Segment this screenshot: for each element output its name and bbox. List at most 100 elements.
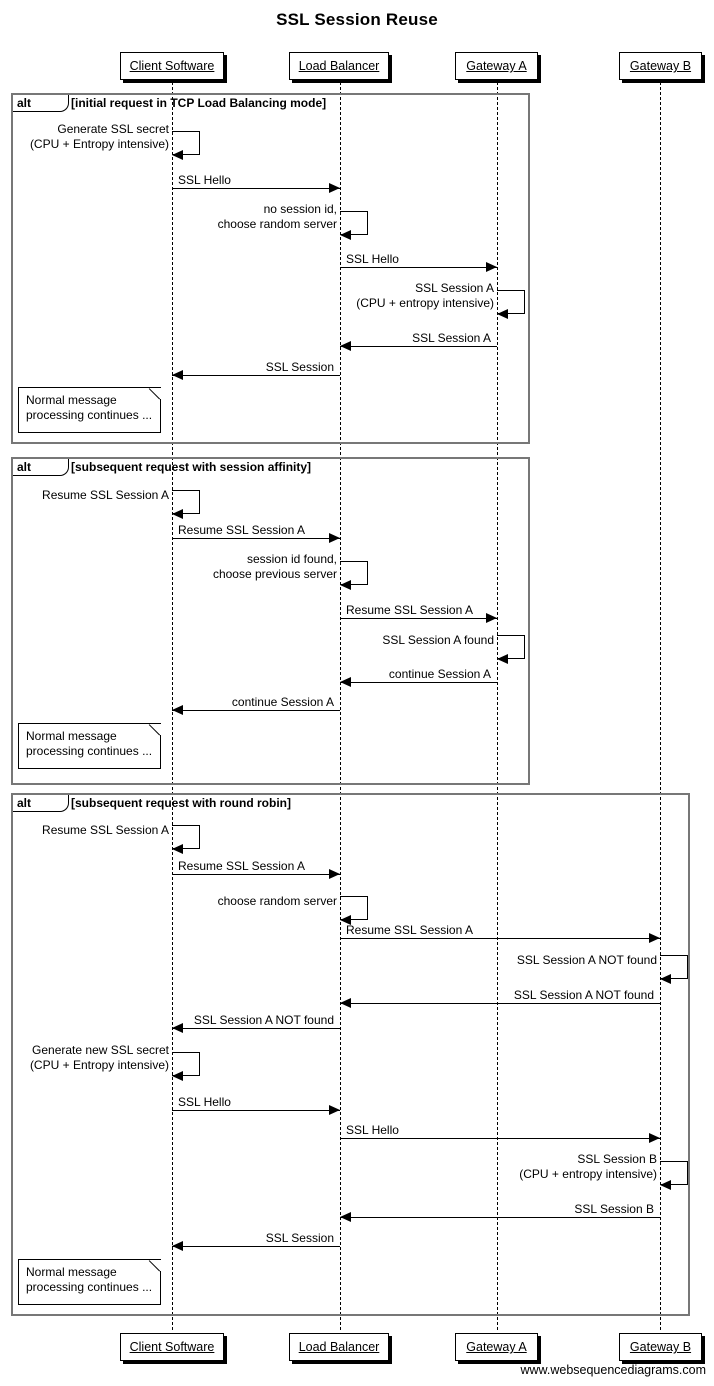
arrowhead-m9 (329, 533, 340, 543)
arrowhead-m13 (340, 677, 351, 687)
self-message-m5 (497, 290, 525, 314)
alt-fragment-3 (11, 793, 690, 1316)
actor-box-top-client-software[interactable]: Client Software (120, 52, 224, 80)
actor-label: Client Software (129, 59, 215, 73)
message-label-m12: SSL Session A found (382, 633, 494, 647)
self-message-m22 (172, 1052, 200, 1076)
message-line-m21 (172, 1028, 340, 1029)
actor-label: Load Balancer (298, 59, 380, 73)
arrowhead-m10 (340, 580, 351, 590)
alt-fragment-1-tag: alt (13, 95, 69, 112)
message-line-m4 (340, 267, 497, 268)
arrowhead-m24 (649, 1133, 660, 1143)
message-label-m27: SSL Session (265, 1231, 334, 1245)
actor-box-bottom-load-balancer[interactable]: Load Balancer (289, 1333, 389, 1361)
message-line-m18 (340, 938, 660, 939)
message-label-m19: SSL Session A NOT found (516, 953, 657, 967)
message-line-m23 (172, 1110, 340, 1111)
alt-fragment-2-tag: alt (13, 459, 69, 476)
actor-label: Gateway A (466, 1340, 527, 1354)
alt-fragment-1-condition: [initial request in TCP Load Balancing m… (71, 96, 327, 110)
lifeline-load-balancer (340, 82, 341, 1330)
arrowhead-m2 (329, 183, 340, 193)
self-message-m8 (172, 490, 200, 514)
message-line-m2 (172, 188, 340, 189)
arrowhead-m15 (172, 844, 183, 854)
self-message-m3 (340, 211, 368, 235)
message-line-m20 (340, 1003, 660, 1004)
actor-box-bottom-gateway-b[interactable]: Gateway B (619, 1333, 702, 1361)
arrowhead-m17 (340, 915, 351, 925)
message-label-m14: continue Session A (231, 695, 334, 709)
arrowhead-m6 (340, 341, 351, 351)
alt-fragment-2-condition: [subsequent request with session affinit… (71, 460, 312, 474)
message-label-m23: SSL Hello (178, 1095, 231, 1109)
message-label-m13: continue Session A (388, 667, 491, 681)
arrowhead-m19 (660, 974, 671, 984)
message-label-m11: Resume SSL Session A (346, 603, 473, 617)
actor-label: Client Software (129, 1340, 215, 1354)
arrowhead-m18 (649, 933, 660, 943)
message-label-m5: SSL Session A(CPU + entropy intensive) (356, 281, 494, 310)
alt-fragment-3-condition: [subsequent request with round robin] (71, 796, 291, 810)
message-line-m24 (340, 1138, 660, 1139)
message-line-m13 (340, 682, 497, 683)
actor-box-bottom-client-software[interactable]: Client Software (120, 1333, 224, 1361)
actor-label: Gateway B (629, 59, 692, 73)
alt-fragment-2 (11, 457, 530, 785)
actor-label: Gateway B (629, 1340, 692, 1354)
arrowhead-m1 (172, 150, 183, 160)
actor-label: Load Balancer (298, 1340, 380, 1354)
arrowhead-m8 (172, 509, 183, 519)
actor-box-top-gateway-a[interactable]: Gateway A (455, 52, 538, 80)
arrowhead-m23 (329, 1105, 340, 1115)
self-message-m12 (497, 635, 525, 659)
message-line-m9 (172, 538, 340, 539)
message-line-m6 (340, 346, 497, 347)
self-message-m1 (172, 131, 200, 155)
message-label-m2: SSL Hello (178, 173, 231, 187)
message-label-m4: SSL Hello (346, 252, 399, 266)
message-line-m27 (172, 1246, 340, 1247)
lifeline-gateway-a (497, 82, 498, 1330)
message-line-m26 (340, 1217, 660, 1218)
watermark-link[interactable]: www.websequencediagrams.com (520, 1363, 706, 1377)
arrowhead-m5 (497, 309, 508, 319)
message-label-m22: Generate new SSL secret(CPU + Entropy in… (29, 1043, 169, 1072)
lifeline-gateway-b (660, 82, 661, 1330)
arrowhead-m16 (329, 869, 340, 879)
alt-fragment-3-tag: alt (13, 795, 69, 812)
message-label-m24: SSL Hello (346, 1123, 399, 1137)
message-label-m26: SSL Session B (574, 1202, 654, 1216)
arrowhead-m11 (486, 613, 497, 623)
message-label-m18: Resume SSL Session A (346, 923, 473, 937)
arrowhead-m22 (172, 1071, 183, 1081)
arrowhead-m27 (172, 1241, 183, 1251)
alt-fragment-1 (11, 93, 530, 444)
message-label-m6: SSL Session A (412, 331, 491, 345)
message-line-m14 (172, 710, 340, 711)
message-label-m10: session id found,choose previous server (212, 552, 337, 581)
message-label-m7: SSL Session (265, 360, 334, 374)
message-label-m16: Resume SSL Session A (178, 859, 305, 873)
arrowhead-m26 (340, 1212, 351, 1222)
message-line-m7 (172, 375, 340, 376)
message-label-m3: no session id,choose random server (217, 202, 337, 231)
message-label-m17: choose random server (217, 894, 337, 908)
self-message-m10 (340, 561, 368, 585)
actor-box-bottom-gateway-a[interactable]: Gateway A (455, 1333, 538, 1361)
message-line-m16 (172, 874, 340, 875)
message-line-m11 (340, 618, 497, 619)
actor-box-top-load-balancer[interactable]: Load Balancer (289, 52, 389, 80)
arrowhead-m4 (486, 262, 497, 272)
message-label-m25: SSL Session B(CPU + entropy intensive) (519, 1152, 657, 1181)
actor-box-top-gateway-b[interactable]: Gateway B (619, 52, 702, 80)
actor-label: Gateway A (466, 59, 527, 73)
message-label-m9: Resume SSL Session A (178, 523, 305, 537)
arrowhead-m25 (660, 1180, 671, 1190)
arrowhead-m21 (172, 1023, 183, 1033)
arrowhead-m12 (497, 654, 508, 664)
